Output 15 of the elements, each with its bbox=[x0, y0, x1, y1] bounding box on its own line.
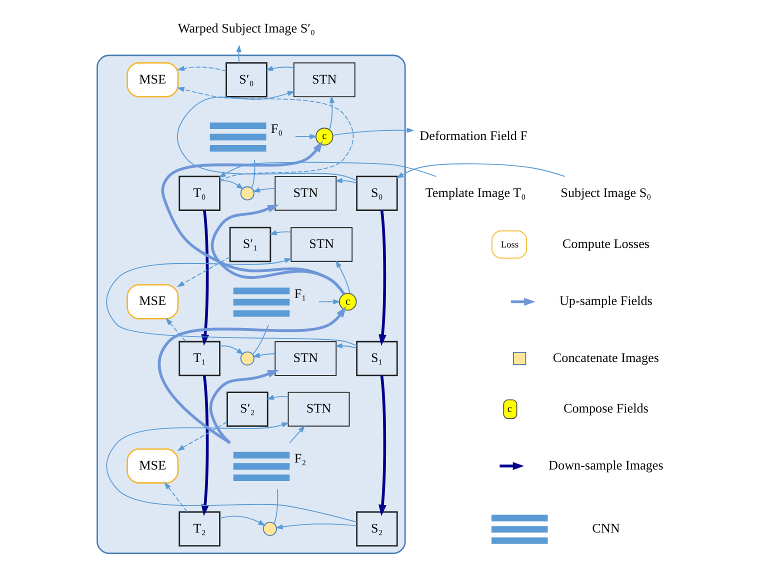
node-text: Deformation Field F bbox=[420, 128, 528, 144]
legend-label: Concatenate Images bbox=[552, 350, 659, 366]
label: c bbox=[507, 404, 512, 415]
node-label: F₂ bbox=[294, 450, 306, 466]
legend-label: Down-sample Images bbox=[548, 457, 664, 472]
node-text: Subject Image S₀ bbox=[560, 184, 652, 200]
node-text: Warped Subject Image S′₀ bbox=[178, 20, 316, 36]
legend-label: Compose Fields bbox=[563, 400, 648, 416]
legend-label: CNN bbox=[592, 520, 620, 536]
node-label: F₁ bbox=[294, 286, 306, 302]
label: Loss bbox=[500, 240, 519, 250]
legend-label: Up-sample Fields bbox=[559, 293, 652, 308]
node-text: Template Image T₀ bbox=[425, 184, 526, 200]
node-label: F₀ bbox=[270, 121, 283, 136]
legend-label: Compute Losses bbox=[562, 236, 650, 251]
